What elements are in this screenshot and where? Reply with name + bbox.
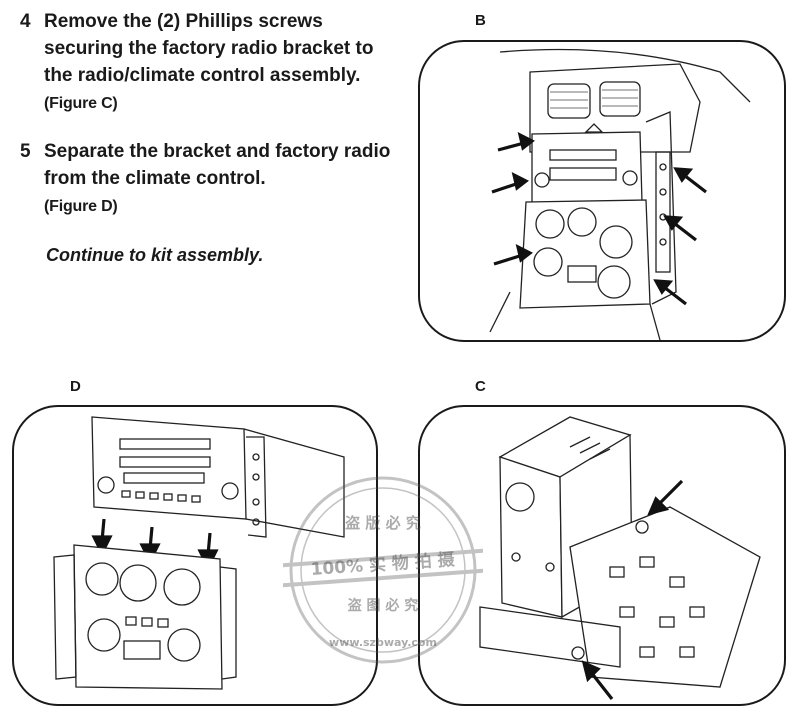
continue-note: Continue to kit assembly. (46, 245, 264, 265)
upper-screw-icon (635, 520, 649, 534)
step-4-figure-ref: (Figure C) (44, 95, 118, 112)
step-4-text: Remove the (2) Phillips screws securing … (44, 11, 374, 86)
hazard-button-icon (584, 123, 604, 133)
step-5-number: 5 (20, 141, 31, 162)
pointer-arrows (491, 132, 707, 306)
step-5-figure-ref: (Figure D) (44, 198, 118, 215)
figure-c-label: C (475, 378, 486, 395)
figure-b-dashboard-illustration (489, 48, 751, 340)
figure-b-label: B (475, 12, 486, 29)
radio-housing-icon (499, 456, 563, 618)
figure-c-panel (418, 405, 786, 706)
lower-screw-icon (571, 646, 585, 660)
step-5-text: Separate the bracket and factory radio f… (44, 141, 391, 189)
screw-arrows (581, 479, 684, 700)
step-4-number: 4 (20, 11, 31, 32)
left-vent-icon (547, 83, 591, 119)
figure-d-separation-illustration (53, 416, 345, 690)
right-vent-icon (599, 81, 641, 117)
radio-unit-icon (91, 416, 247, 520)
figure-d-label: D (70, 378, 81, 395)
figure-c-bracket-illustration (479, 416, 761, 700)
figure-d-panel (12, 405, 378, 706)
figure-b-panel (418, 40, 786, 342)
